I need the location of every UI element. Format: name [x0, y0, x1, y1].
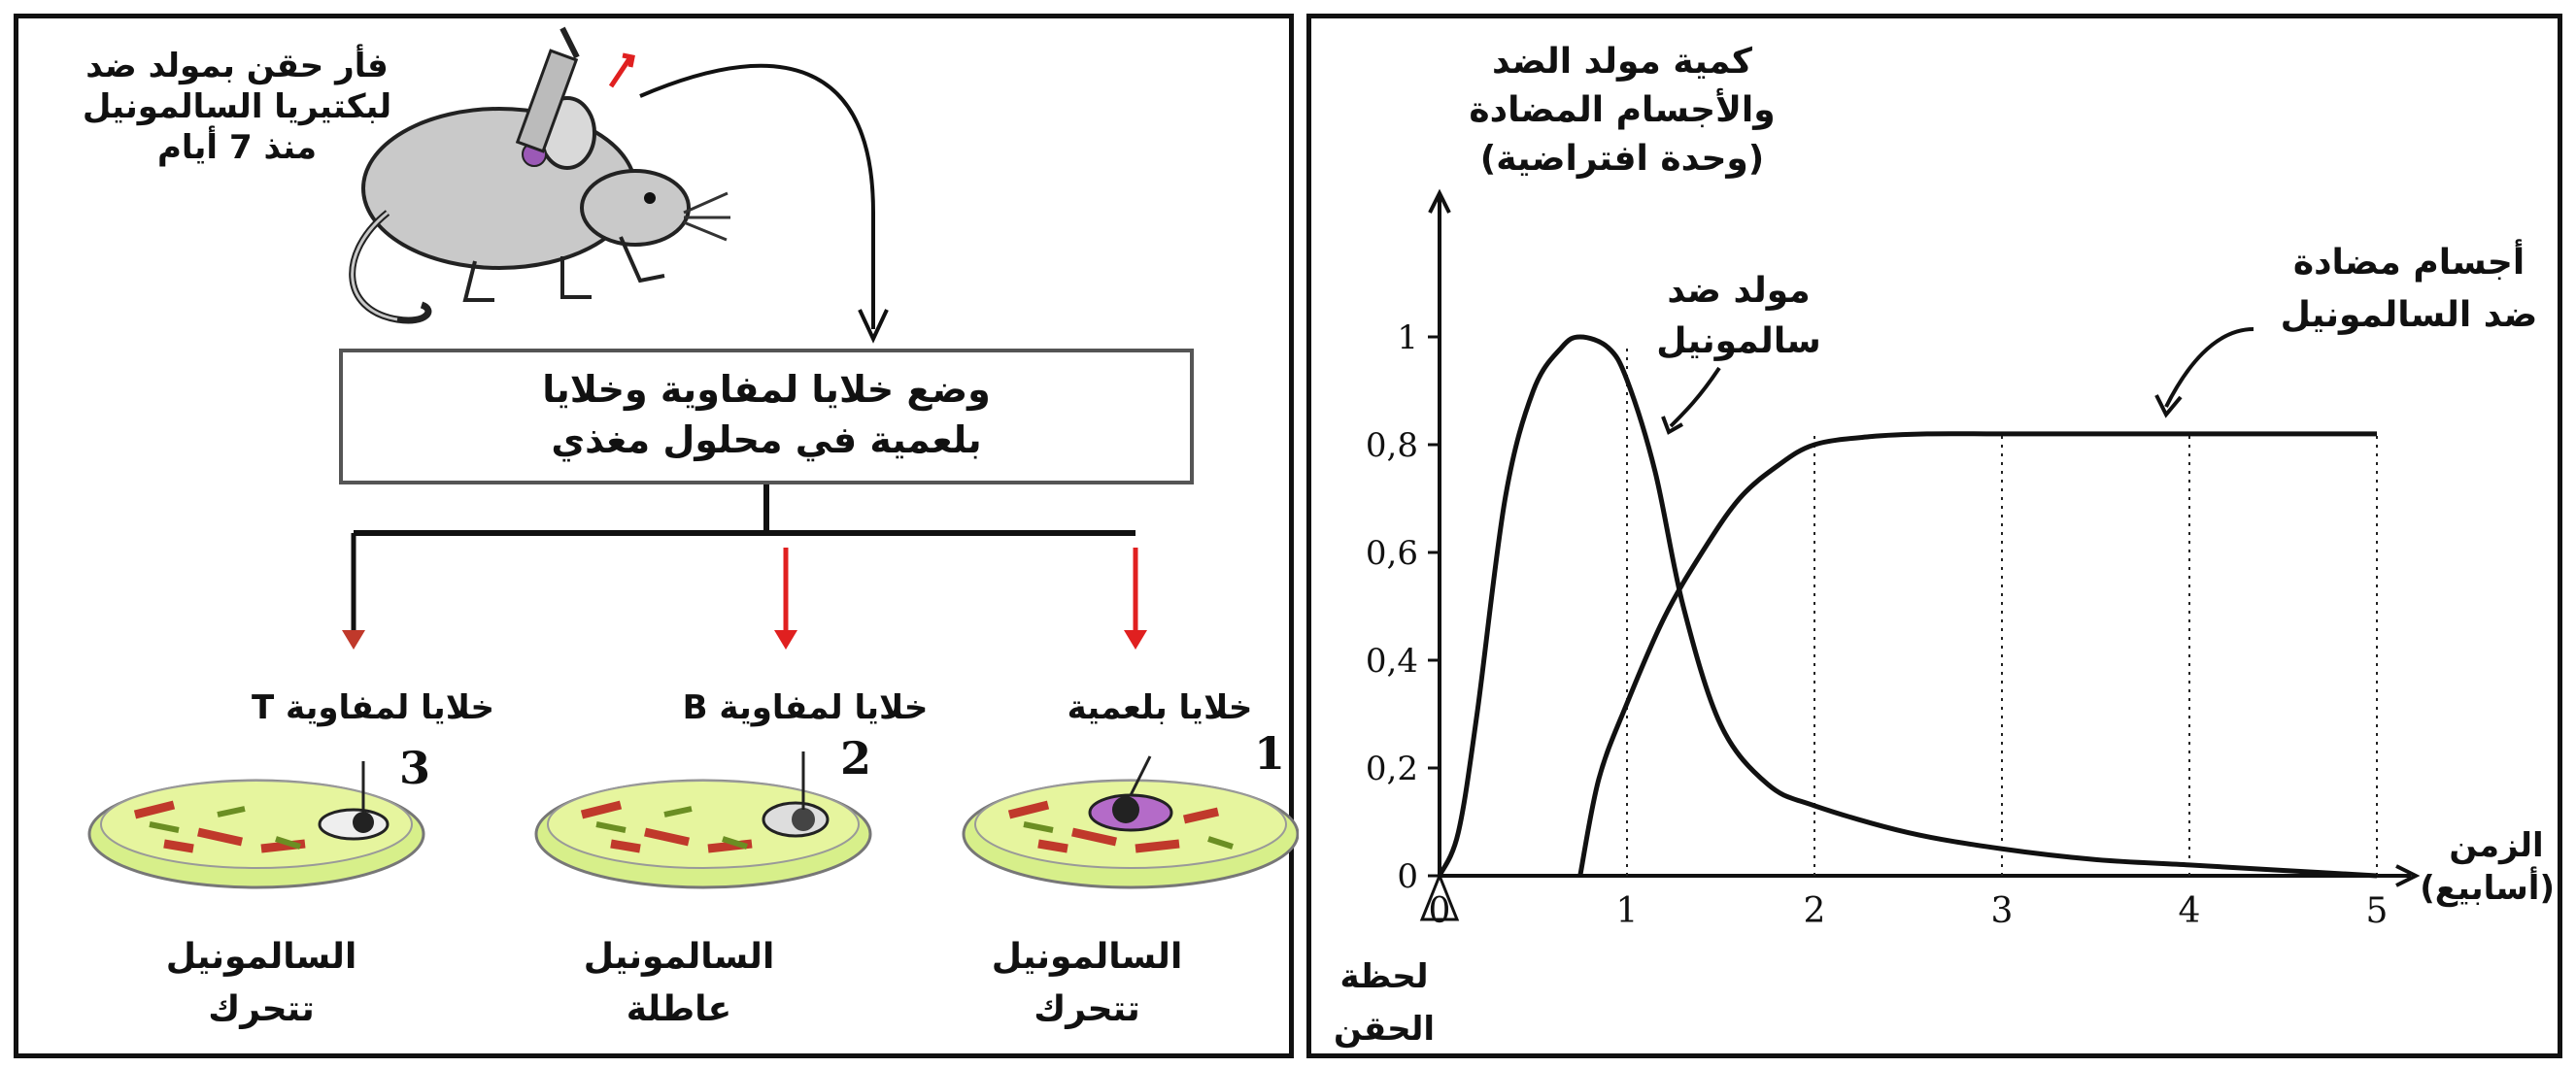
y-axis-label-line: كمية مولد الضد	[1492, 42, 1752, 82]
mouse-caption: فأر حقن بمولد ضد لبكتيريا السالمونيل منذ…	[38, 46, 436, 168]
origin-label: لحظة الحقن	[1331, 951, 1438, 1055]
x-tick-label: 3	[1991, 891, 2014, 931]
antigen-pointer-arrow	[1669, 366, 1721, 428]
antibody-series-label: أجسام مضادة ضد السالمونيل	[2254, 237, 2564, 342]
x-tick-label: 0	[1429, 891, 1451, 931]
x-axis-arrow-icon	[2395, 864, 2421, 887]
antigen-series-label-line: سالمونيل	[1656, 321, 1821, 361]
dish-1-result: السالمونيل تتحرك	[980, 931, 1194, 1036]
y-axis-arrow-icon	[1428, 188, 1451, 214]
result-line: تتحرك	[1034, 989, 1140, 1029]
y-tick-label: 1	[1397, 318, 1418, 357]
dish-3-label: خلايا لمفاوية T	[251, 688, 495, 727]
antigen-curve	[1437, 334, 2378, 879]
y-tick-label: 0	[1397, 857, 1418, 896]
antigen-series-label: مولد ضد سالمونيل	[1612, 266, 1865, 367]
y-axis-label: كمية مولد الضد والأجسام المضادة (وحدة اف…	[1370, 38, 1875, 184]
x-axis-label: الزمن (أسابيع)	[2420, 824, 2555, 910]
result-line: السالمونيل	[991, 937, 1183, 977]
antibody-series-label-line: أجسام مضادة	[2292, 243, 2525, 283]
antibody-series-label-line: ضد السالمونيل	[2280, 295, 2538, 335]
x-tick-label: 5	[2366, 891, 2389, 931]
chart-panel: 0 0,2 0,4 0,6 0,8 1 0 1 2 3 4 5 كمية مولد الضد والأ…	[1306, 14, 2562, 1058]
dish-1-label: خلايا بلعمية	[1067, 688, 1253, 727]
antigen-pointer-arrow-head	[1661, 416, 1683, 435]
mouse-caption-line: لبكتيريا السالمونيل	[82, 87, 392, 126]
y-axis-label-line: (وحدة افتراضية)	[1479, 139, 1765, 179]
culture-box-line: بلعمية في محلول مغذي	[551, 418, 982, 461]
mouse-illustration	[349, 96, 730, 324]
y-axis-label-line: والأجسام المضادة	[1469, 90, 1776, 130]
dish-2	[534, 751, 872, 889]
origin-label-line: الحقن	[1334, 1010, 1435, 1049]
dish-3-result: السالمونيل تتحرك	[154, 931, 368, 1036]
line-chart: 0 0,2 0,4 0,6 0,8 1 0 1 2 3 4 5	[1366, 188, 2421, 931]
culture-box: وضع خلايا لمفاوية وخلايا بلعمية في محلول…	[339, 349, 1194, 484]
dish-1	[962, 755, 1299, 889]
origin-label-line: لحظة	[1339, 957, 1429, 996]
result-line: السالمونيل	[583, 937, 775, 977]
antigen-series-label-line: مولد ضد	[1667, 271, 1811, 311]
dish-2-label: خلايا لمفاوية B	[682, 688, 929, 727]
x-axis-label-line: الزمن	[2449, 826, 2544, 865]
dish-2-number: 2	[840, 732, 872, 784]
experiment-drawing	[87, 26, 1299, 889]
antibody-pointer-arrow-head	[2154, 394, 2183, 418]
y-tick-label: 0,2	[1366, 750, 1418, 788]
result-line: عاطلة	[626, 989, 732, 1029]
x-tick-label: 4	[2179, 891, 2201, 931]
culture-box-line: وضع خلايا لمفاوية وخلايا	[542, 368, 991, 411]
x-tick-label: 2	[1804, 891, 1826, 931]
mouse-caption-line: منذ 7 أيام	[156, 128, 318, 167]
injection-marker-icon	[1419, 871, 1460, 921]
syringe-illustration	[515, 26, 635, 153]
y-tick-label: 0,4	[1366, 642, 1418, 681]
y-tick-label: 0,8	[1366, 426, 1418, 465]
x-tick-label: 1	[1616, 891, 1639, 931]
mouse-caption-line: فأر حقن بمولد ضد	[85, 47, 389, 85]
dish-3-number: 3	[399, 742, 431, 794]
y-tick-label: 0,6	[1366, 534, 1418, 573]
result-line: السالمونيل	[165, 937, 357, 977]
dish-3	[87, 761, 425, 889]
experiment-panel: فأر حقن بمولد ضد لبكتيريا السالمونيل منذ…	[14, 14, 1299, 1058]
dish-1-number: 1	[1254, 727, 1286, 780]
antibody-pointer-arrow	[2164, 327, 2254, 408]
dish-2-result: السالمونيل عاطلة	[562, 931, 796, 1036]
result-line: تتحرك	[208, 989, 315, 1029]
x-axis-label-line: (أسابيع)	[2420, 869, 2555, 908]
antibody-curve	[1577, 431, 2377, 877]
